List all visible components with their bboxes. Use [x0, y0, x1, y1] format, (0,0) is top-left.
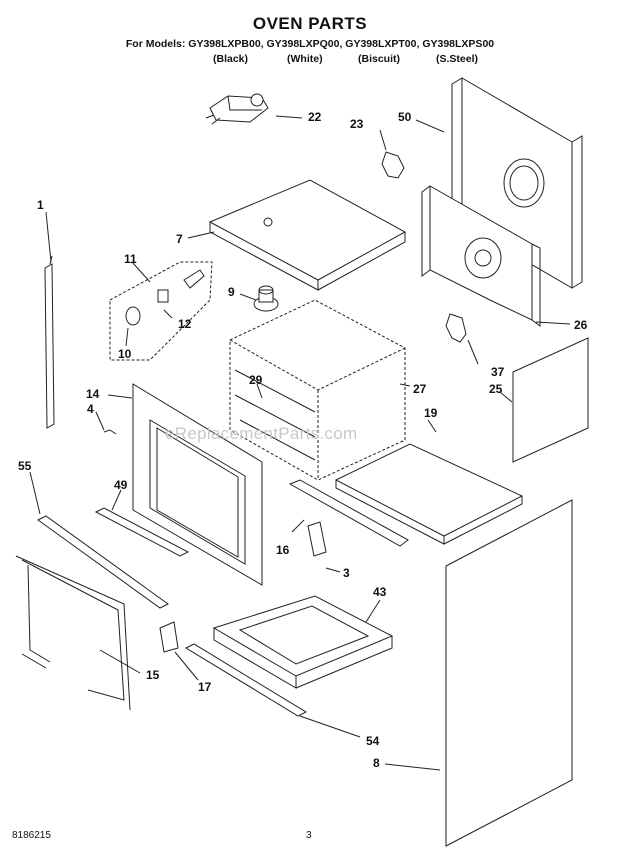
callout-55: 55: [18, 459, 32, 473]
callout-4: 4: [87, 402, 94, 416]
callout-26: 26: [574, 318, 588, 332]
callout-43: 43: [373, 585, 387, 599]
part-27-oven-cavity: [229, 299, 406, 481]
part-17-clip: [159, 621, 179, 653]
part-54-strip: [184, 643, 308, 717]
finish-steel: (S.Steel): [436, 53, 479, 65]
callout-19: 19: [424, 406, 438, 420]
page-title: OVEN PARTS: [252, 14, 368, 33]
callout-7: 7: [176, 232, 183, 246]
part-7-top-panel: [208, 179, 407, 291]
finish-black: (Black): [213, 53, 249, 65]
finish-biscuit: (Biscuit): [358, 53, 400, 65]
part-25-side-panel: [512, 337, 589, 463]
callout-29: 29: [249, 373, 263, 387]
part-19-bottom-panel: [334, 443, 524, 545]
part-1-seal-strip: [44, 263, 55, 429]
part-49-bracket: [94, 507, 190, 557]
callout-16: 16: [276, 543, 290, 557]
callout-3: 3: [343, 566, 350, 580]
model-list: For Models: GY398LXPB00, GY398LXPQ00, GY…: [125, 38, 495, 50]
part-4-screw: [103, 429, 117, 435]
callout-8: 8: [373, 756, 380, 770]
part-14-front-frame: [132, 383, 263, 586]
part-16-bracket: [288, 479, 409, 547]
callout-9: 9: [228, 285, 235, 299]
part-23-gasket: [381, 151, 405, 179]
part-15-door-gasket: [21, 559, 125, 701]
callout-14: 14: [86, 387, 100, 401]
callout-22: 22: [308, 110, 322, 124]
callout-49: 49: [114, 478, 128, 492]
part-43-bottom-pan: [212, 595, 394, 689]
callout-10: 10: [118, 347, 132, 361]
callout-1: 1: [37, 198, 44, 212]
callout-54: 54: [366, 734, 380, 748]
watermark: eReplacementParts.com: [165, 424, 358, 443]
callout-25: 25: [489, 382, 503, 396]
callout-50: 50: [398, 110, 412, 124]
page-number: 3: [306, 830, 312, 841]
finish-white: (White): [287, 53, 323, 65]
part-55-trim: [37, 515, 169, 609]
callout-15: 15: [146, 668, 160, 682]
callout-11: 11: [124, 252, 137, 266]
callout-17: 17: [198, 680, 212, 694]
document-number: 8186215: [12, 830, 51, 841]
callout-23: 23: [350, 117, 364, 131]
part-9-sensor: [253, 285, 279, 312]
leader-lines: [29, 115, 571, 771]
part-37-gasket: [445, 313, 467, 343]
part-22-thermostat-icon: [205, 93, 269, 125]
callout-27: 27: [413, 382, 427, 396]
part-8-outer-side-panel: [445, 499, 573, 847]
callout-37: 37: [491, 365, 505, 379]
part-26-heat-shield: [421, 185, 541, 327]
callout-12: 12: [178, 317, 192, 331]
